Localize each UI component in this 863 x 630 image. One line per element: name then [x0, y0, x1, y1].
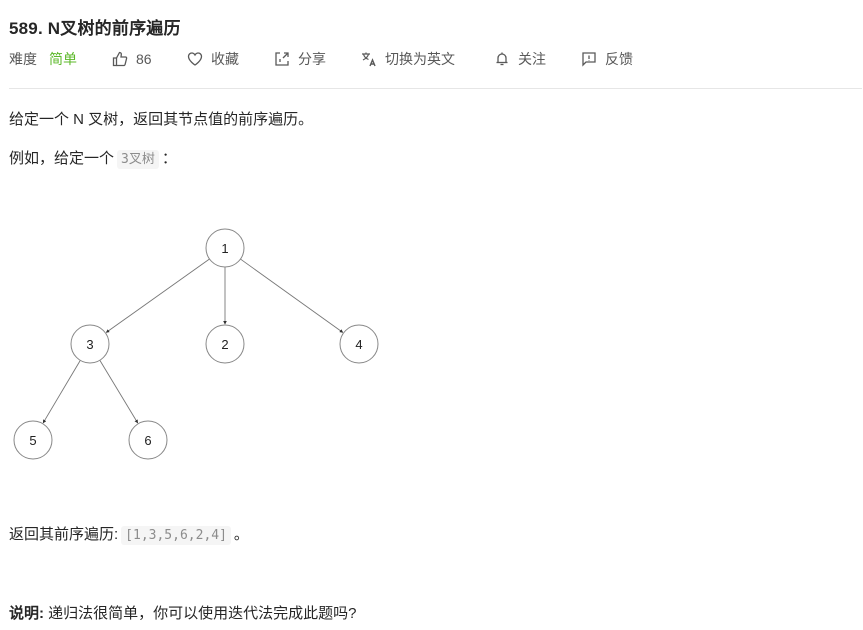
feedback-label: 反馈: [605, 51, 633, 67]
tree-edge: [105, 258, 210, 333]
result-suffix: 。: [233, 526, 249, 543]
translate-label: 切换为英文: [385, 51, 455, 67]
tree-node: 2: [205, 324, 245, 364]
favorite-button[interactable]: 收藏: [187, 49, 274, 69]
favorite-label: 收藏: [211, 51, 239, 67]
example-prefix: 例如，给定一个: [9, 150, 115, 167]
like-button[interactable]: 86: [112, 51, 187, 67]
tree-node: 1: [205, 228, 245, 268]
svg-text:6: 6: [144, 433, 151, 448]
tree-edge: [240, 258, 344, 333]
note-text: 递归法很简单，你可以使用迭代法完成此题吗?: [48, 605, 357, 622]
note-label: 说明:: [9, 605, 44, 622]
svg-text:4: 4: [355, 337, 362, 352]
difficulty-label: 难度: [9, 51, 37, 67]
translate-icon: [361, 51, 377, 67]
heart-icon: [187, 51, 203, 67]
feedback-icon: [581, 51, 597, 67]
tree-edge: [42, 360, 81, 424]
example-code: 3叉树: [117, 150, 159, 169]
tree-edge: [99, 360, 139, 424]
feedback-button[interactable]: 反馈: [581, 49, 633, 69]
problem-meta-bar: 难度 简单 86 收藏 分享 切换为英文 关注 反馈: [9, 49, 633, 69]
result-line: 返回其前序遍历:[1,3,5,6,2,4]。: [9, 523, 249, 545]
note-line: 说明: 递归法很简单，你可以使用迭代法完成此题吗?: [9, 602, 357, 623]
tree-node: 4: [339, 324, 379, 364]
bell-icon: [494, 51, 510, 67]
difficulty-value: 简单: [49, 51, 77, 67]
result-prefix: 返回其前序遍历:: [9, 526, 119, 543]
translate-button[interactable]: 切换为英文: [361, 49, 494, 69]
example-suffix: ：: [161, 150, 177, 167]
result-code: [1,3,5,6,2,4]: [121, 526, 231, 545]
difficulty: 难度 简单: [9, 49, 112, 69]
follow-button[interactable]: 关注: [494, 49, 581, 69]
svg-text:1: 1: [221, 241, 228, 256]
share-label: 分享: [298, 51, 326, 67]
header-divider: [9, 88, 862, 89]
problem-title: 589. N叉树的前序遍历: [9, 19, 181, 38]
tree-node: 3: [70, 324, 110, 364]
share-icon: [274, 51, 290, 67]
share-button[interactable]: 分享: [274, 49, 361, 69]
tree-node: 5: [13, 420, 53, 460]
thumbs-up-icon: [112, 51, 128, 67]
like-count: 86: [136, 51, 152, 67]
svg-text:5: 5: [29, 433, 36, 448]
n-ary-tree-diagram: 1 3 2 4 5 6: [13, 228, 379, 460]
follow-label: 关注: [518, 51, 546, 67]
tree-node: 6: [128, 420, 168, 460]
svg-text:2: 2: [221, 337, 228, 352]
svg-text:3: 3: [86, 337, 93, 352]
description-line-1: 给定一个 N 叉树，返回其节点值的前序遍历。: [9, 111, 314, 128]
